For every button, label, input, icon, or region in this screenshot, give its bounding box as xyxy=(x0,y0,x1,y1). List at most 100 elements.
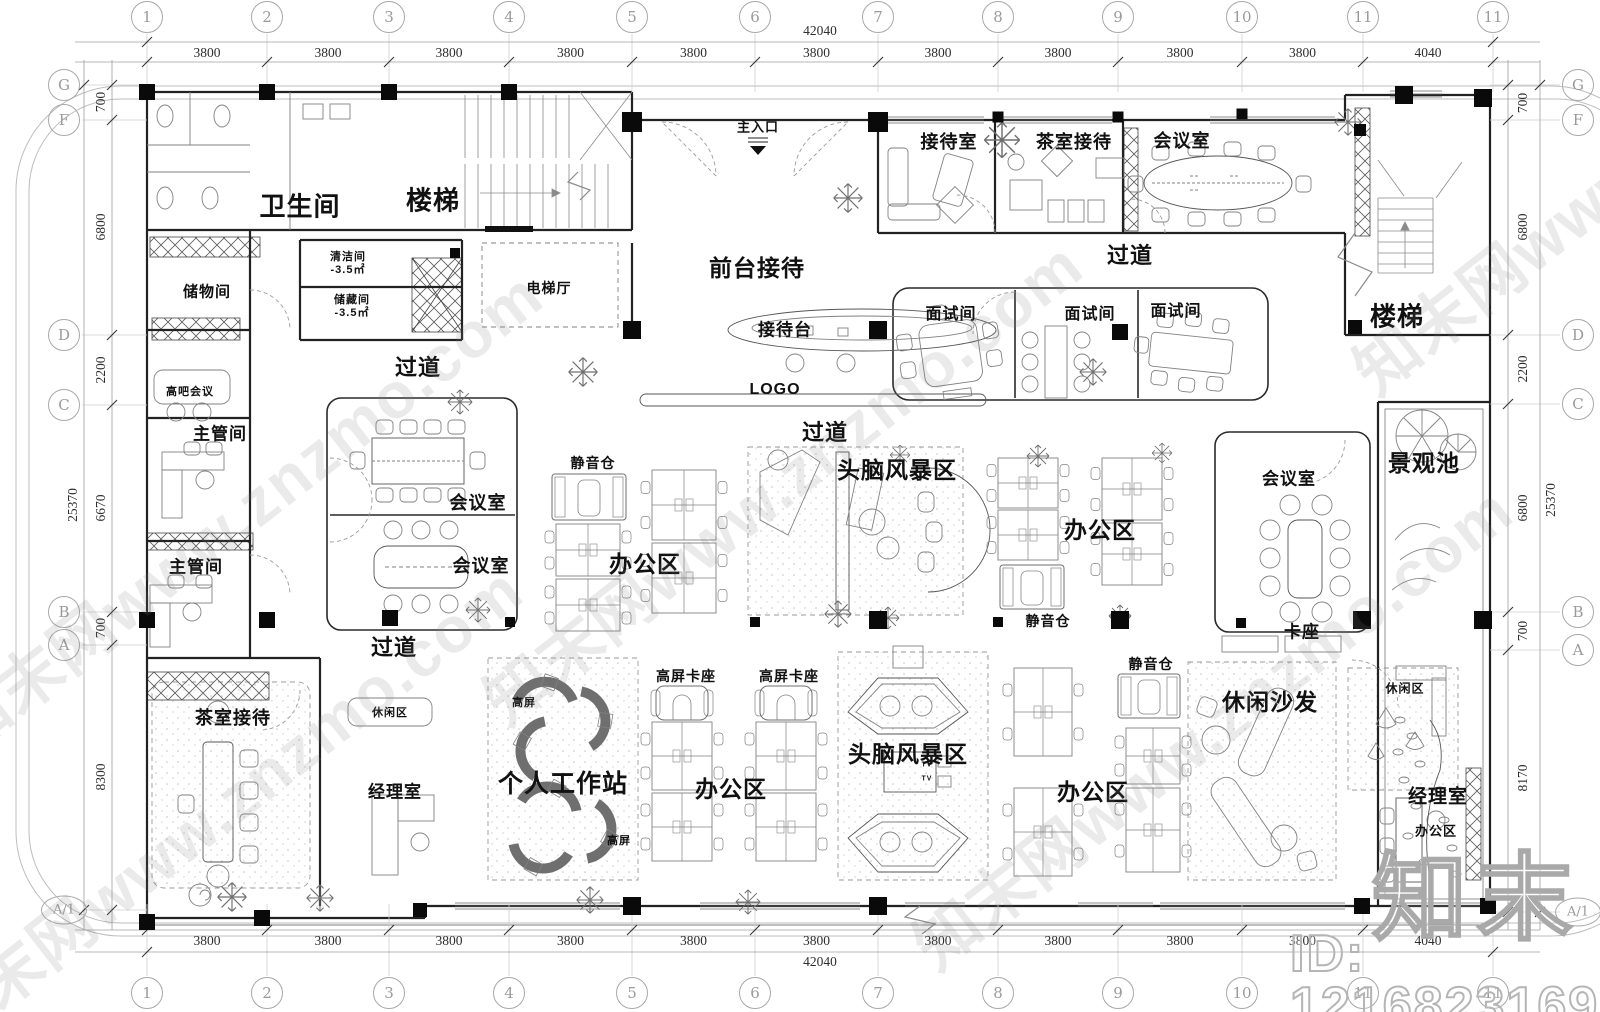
grid-bubble-top: 11 xyxy=(1347,1,1379,33)
room-label: 个人工作站 xyxy=(497,770,629,798)
grid-bubble-bottom: 1 xyxy=(131,977,163,1009)
grid-bubble-right: G xyxy=(1562,69,1594,101)
dim-left: 6800 xyxy=(93,213,108,241)
grid-bubble-top: 4 xyxy=(493,1,525,33)
grid-bubble-top: 10 xyxy=(1226,1,1258,33)
room-label: 卫生间 xyxy=(259,191,341,222)
site-logo: 知末 xyxy=(1371,846,1583,952)
room-label: 高屏 xyxy=(607,835,631,847)
room-label: 高吧会议 xyxy=(166,386,214,398)
room-label: 景观池 xyxy=(1388,450,1460,476)
grid-bubble-top: 7 xyxy=(862,1,894,33)
room-label: 休闲区 xyxy=(372,707,408,719)
furniture xyxy=(147,92,1477,907)
room-label: 过道 xyxy=(394,355,442,380)
dim-bottom: 3800 xyxy=(557,933,584,948)
dim-top: 3800 xyxy=(1289,45,1316,60)
dim-top: 3800 xyxy=(193,45,221,60)
grid-bubble-top: 1 xyxy=(131,1,163,33)
room-label: 办公区 xyxy=(1064,517,1136,543)
dim-left: 6670 xyxy=(93,494,108,522)
dim-bottom: 3800 xyxy=(314,933,342,948)
windows xyxy=(455,90,1480,910)
dim-bottom: 3800 xyxy=(680,933,707,948)
grid-bubble-bottom: 5 xyxy=(616,977,648,1009)
grid-bubble-right: F xyxy=(1562,104,1594,136)
dim-right: 700 xyxy=(1515,92,1530,114)
room-label: 面试间 xyxy=(1150,303,1202,320)
stair-sill xyxy=(485,226,533,232)
room-label: 接待室 xyxy=(920,132,978,152)
room-label: 储物间 xyxy=(182,283,232,301)
dim-bottom: 4040 xyxy=(1414,933,1442,948)
room-label: 过道 xyxy=(801,420,849,445)
grid-bubble-bottom: 11 xyxy=(1477,977,1509,1009)
activity-zones xyxy=(151,446,1459,889)
grid-bubble-right: A/1 xyxy=(1555,897,1600,927)
dim-top: 3800 xyxy=(1044,45,1072,60)
dim-top: 3800 xyxy=(557,45,584,60)
dim-top: 4040 xyxy=(1414,45,1442,60)
dim-top: 3800 xyxy=(680,45,707,60)
room-label: 高屏 xyxy=(512,697,536,709)
dim-bottom: 3800 xyxy=(193,933,221,948)
entrance-arrow xyxy=(750,146,766,155)
room-label: 面试间 xyxy=(925,306,977,323)
dim-bottom-total: 42040 xyxy=(803,954,837,969)
dim-right: 6800 xyxy=(1515,494,1530,522)
room-label: 主入口 xyxy=(736,119,780,135)
room-label: 茶室接待 xyxy=(195,708,271,728)
grid-bubble-left: C xyxy=(48,389,80,421)
grid-bubble-top: 6 xyxy=(739,1,771,33)
room-label: TV xyxy=(921,775,933,783)
grid-bubble-top: 2 xyxy=(251,1,283,33)
room-label: 休闲沙发 xyxy=(1222,689,1318,715)
grid-bubble-left: A/1 xyxy=(41,895,87,925)
room-label: 高屏卡座 xyxy=(656,668,716,684)
room-label: TV xyxy=(921,761,933,769)
room-label: -3.5㎡ xyxy=(330,264,366,276)
room-label: 主管间 xyxy=(193,424,247,444)
room-label: -3.5㎡ xyxy=(334,307,370,319)
dim-right: 6800 xyxy=(1515,213,1530,241)
grid-bubble-top: 3 xyxy=(373,1,405,33)
dim-top: 3800 xyxy=(1166,45,1194,60)
grid-bubble-top: 11 xyxy=(1477,1,1509,33)
room-label: 过道 xyxy=(1106,243,1154,268)
dim-left: 700 xyxy=(93,617,108,639)
room-label: 经理室 xyxy=(368,782,422,802)
dim-right: 700 xyxy=(1515,620,1530,642)
dim-left: 700 xyxy=(93,91,108,113)
grid-bubble-bottom: 8 xyxy=(982,977,1014,1009)
grid-bubble-right: A xyxy=(1562,634,1594,666)
room-label: 办公区 xyxy=(695,776,767,802)
dim-bottom: 3800 xyxy=(803,933,830,948)
break-marks xyxy=(566,171,1373,935)
dim-bottom: 3800 xyxy=(1044,933,1072,948)
room-label: 办公区 xyxy=(609,551,681,577)
generated-plan-details xyxy=(75,34,1560,976)
grid-bubble-left: F xyxy=(48,104,80,136)
grid-bubble-left: D xyxy=(48,319,80,351)
grid-bubble-left: B xyxy=(48,596,80,628)
grid-bubble-top: 9 xyxy=(1102,1,1134,33)
dim-left: 8300 xyxy=(93,763,108,791)
room-label: 静音仓 xyxy=(1128,656,1174,672)
grid-bubble-left: G xyxy=(48,69,80,101)
grid-bubble-bottom: 7 xyxy=(862,977,894,1009)
room-label: 前台接待 xyxy=(709,255,805,281)
dim-top: 3800 xyxy=(924,45,952,60)
grid-bubble-right: D xyxy=(1562,319,1594,351)
dim-right-total: 25370 xyxy=(1543,483,1558,517)
grid-bubble-bottom: 11 xyxy=(1347,977,1379,1009)
room-label: 静音仓 xyxy=(1025,613,1071,629)
dim-top: 3800 xyxy=(435,45,463,60)
grid-bubble-bottom: 6 xyxy=(739,977,771,1009)
dim-top: 3800 xyxy=(314,45,342,60)
room-label: 茶室接待 xyxy=(1036,132,1112,152)
dim-right: 2200 xyxy=(1515,355,1530,383)
room-label: 头脑风暴区 xyxy=(837,457,957,483)
room-label: 卡座 xyxy=(1284,622,1320,642)
room-label: 经理室 xyxy=(1407,786,1469,808)
